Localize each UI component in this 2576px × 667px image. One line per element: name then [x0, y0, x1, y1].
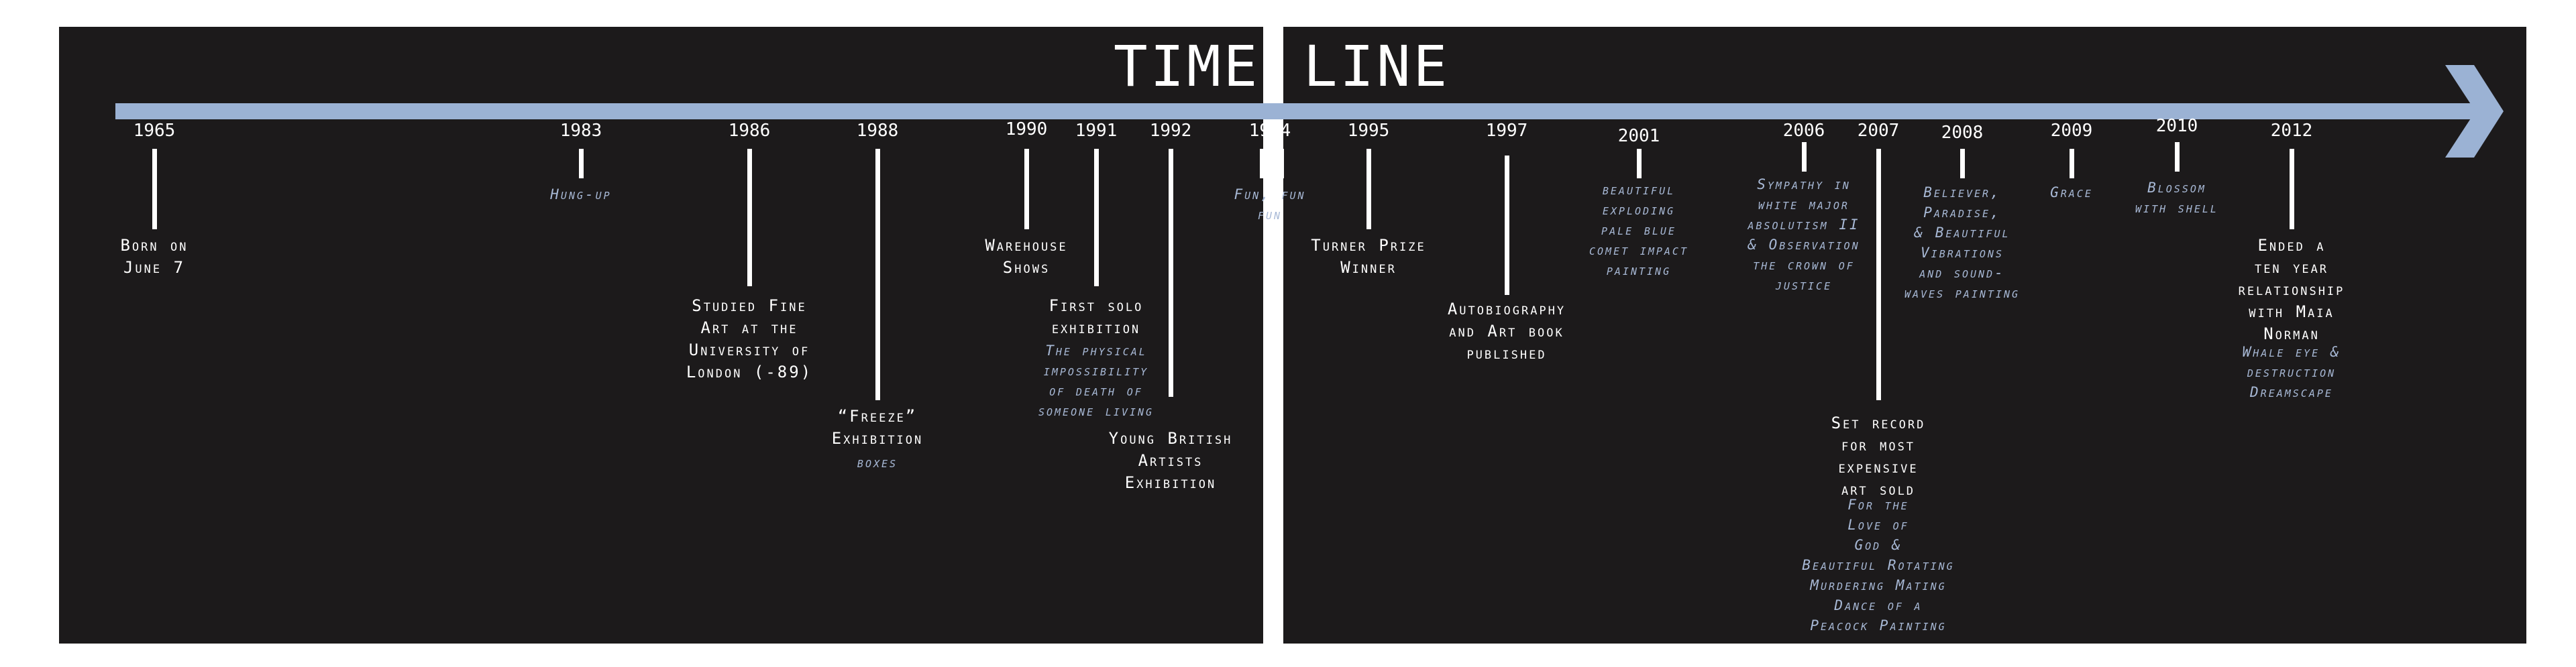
event-label-1965: Born on June 7 [120, 236, 189, 277]
event-label-1986: Studied Fine Art at the University of Lo… [686, 296, 813, 381]
event-label-1991: First solo exhibition [1049, 296, 1144, 337]
artwork-2012: Whale eye & destruction Dreamscape [2242, 344, 2341, 400]
year-2001: 2001 [1617, 126, 1660, 146]
artwork-2008: Believer, Paradise, & Beautiful Vibratio… [1904, 184, 2021, 301]
tick-1965 [152, 149, 157, 229]
year-2008: 2008 [1941, 123, 1984, 143]
tick-1997 [1505, 156, 1509, 295]
tick-2001 [1637, 149, 1642, 178]
artwork-1983: Hung-up [550, 186, 612, 202]
year-1991: 1991 [1075, 121, 1118, 141]
artwork-1994: Fun, fun fun [1234, 186, 1306, 223]
year-1988: 1988 [856, 121, 899, 141]
tick-1988 [875, 149, 880, 400]
artwork-2007: For the Love of God & Beautiful Rotating… [1802, 497, 1955, 633]
artwork-1991: The physical impossibility of death of s… [1038, 343, 1155, 419]
tick-2007 [1876, 149, 1881, 400]
timeline-arrowhead [2445, 65, 2504, 158]
tick-1995 [1366, 149, 1371, 229]
marker-1994 [1260, 149, 1284, 178]
tick-2008 [1960, 149, 1965, 178]
year-1986: 1986 [728, 121, 771, 141]
page-title: TIME LINE [1114, 34, 1450, 99]
tick-2010 [2175, 142, 2180, 172]
tick-2009 [2070, 149, 2074, 178]
tick-1983 [579, 149, 584, 178]
event-label-1997: Autobiography and Art book published [1447, 300, 1566, 363]
artwork-2010: Blossom with shell [2135, 180, 2218, 216]
tick-2012 [2290, 149, 2294, 229]
tick-1991 [1094, 149, 1099, 286]
year-1997: 1997 [1485, 121, 1528, 141]
event-label-1995: Turner Prize Winner [1311, 236, 1426, 277]
artwork-1988: boxes [857, 454, 898, 471]
year-1983: 1983 [559, 121, 602, 141]
tick-1986 [747, 149, 752, 286]
year-1992: 1992 [1149, 121, 1192, 141]
year-1995: 1995 [1347, 121, 1390, 141]
artwork-2009: Grace [2050, 184, 2093, 200]
timeline-arrow-shaft [115, 103, 2477, 119]
timeline-panel-left [59, 27, 1263, 644]
year-2012: 2012 [2270, 121, 2313, 141]
event-label-2012: Ended a ten year relationship with Maia … [2238, 236, 2345, 343]
year-1990: 1990 [1005, 119, 1048, 139]
year-2010: 2010 [2155, 116, 2198, 136]
year-2006: 2006 [1782, 121, 1825, 141]
event-label-2007: Set record for most expensive art sold [1831, 414, 1926, 499]
tick-1992 [1169, 149, 1173, 397]
year-1965: 1965 [133, 121, 176, 141]
event-label-1992: Young British Artists Exhibition [1108, 429, 1233, 492]
year-2009: 2009 [2050, 121, 2093, 141]
year-1994: 1994 [1248, 121, 1291, 141]
event-label-1990: Warehouse Shows [985, 236, 1068, 277]
event-label-1988: “Freeze” Exhibition [831, 407, 924, 448]
tick-1990 [1024, 149, 1029, 229]
year-2007: 2007 [1857, 121, 1900, 141]
tick-2006 [1802, 142, 1807, 172]
artwork-2001: beautiful exploding pale blue comet impa… [1589, 182, 1688, 278]
artwork-2006: Sympathy in white major absolutism II & … [1748, 176, 1860, 293]
timeline-panel-right [1283, 27, 2526, 644]
